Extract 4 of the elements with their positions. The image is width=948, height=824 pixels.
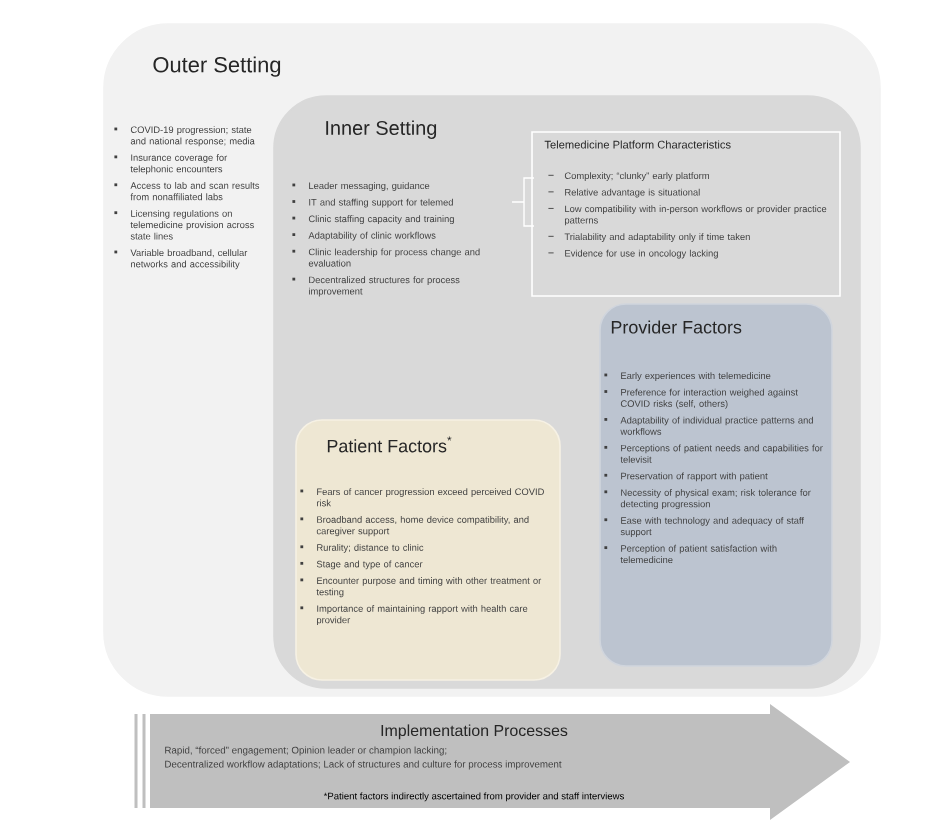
panel-heading: Outer Setting [153, 56, 281, 77]
panel-heading: Provider Factors [611, 320, 742, 334]
panel-heading: Patient Factors$^{*}$ [327, 436, 452, 453]
panel-heading: Inner Setting [326, 120, 437, 139]
